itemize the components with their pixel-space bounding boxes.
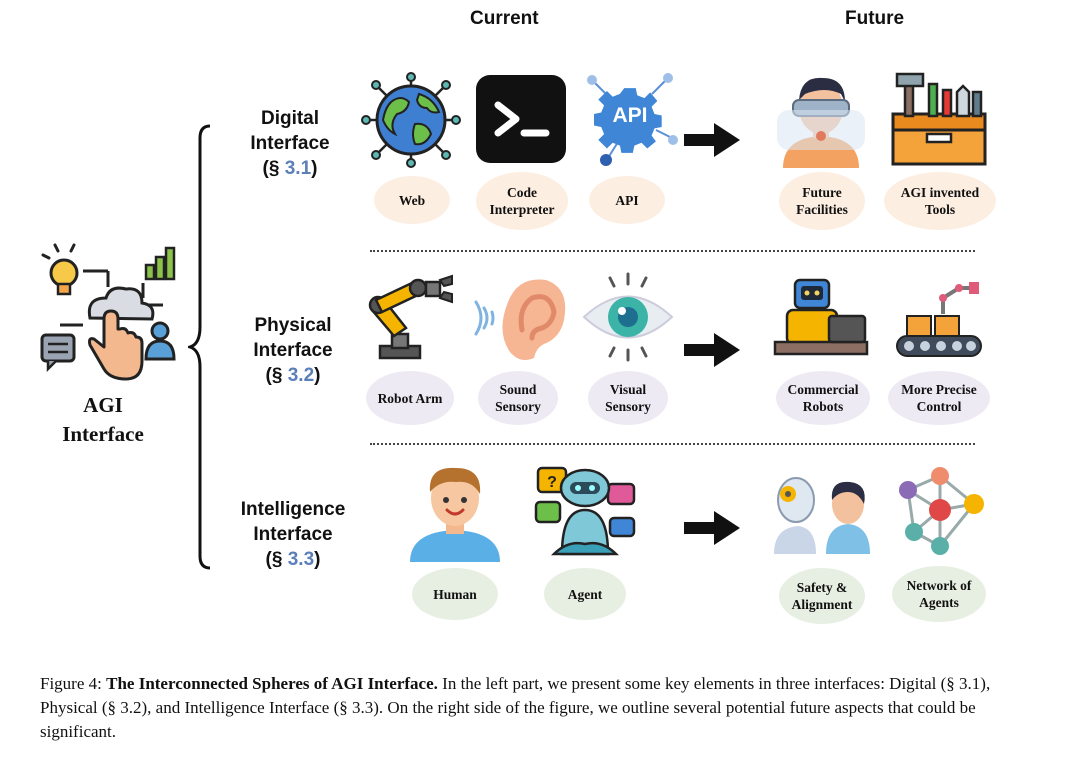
pill-line2: Sensory (605, 399, 651, 414)
chat-robot-icon: ? (534, 466, 636, 556)
row-label-physical: Physical Interface (§ 3.2) (218, 313, 368, 388)
curly-brace (188, 124, 211, 570)
agi-label-line1: AGI (83, 393, 123, 417)
label-robot-arm: Robot Arm (366, 371, 454, 425)
pill-line2: Interpreter (489, 202, 555, 217)
row-label-intelligence: Intelligence Interface (§ 3.3) (218, 497, 368, 572)
pill-line1: Visual (609, 382, 647, 397)
row-label-line2: Interface (253, 340, 333, 361)
pill-line2: Alignment (791, 597, 853, 612)
network-icon (899, 467, 984, 555)
row-label-line2: Interface (253, 524, 333, 545)
api-gear-icon: API (587, 73, 678, 166)
pill-line2: Facilities (796, 202, 848, 217)
pill-line2: Tools (924, 202, 956, 217)
pill-line1: Sound (499, 382, 537, 397)
agi-interface-label: AGI Interface (38, 391, 168, 449)
pill-line1: More Precise (901, 382, 977, 397)
agi-label-line2: Interface (62, 422, 144, 446)
row-separator (370, 443, 975, 445)
row-label-ref: (§ 3.1) (262, 158, 318, 179)
pill-line2: Sensory (495, 399, 541, 414)
robot-arm-icon (368, 274, 453, 360)
arrow-right-icon (684, 123, 740, 157)
label-network-of-agents: Network of Agents (892, 566, 986, 622)
future-header: Future (845, 8, 905, 29)
row-label-line1: Physical (254, 315, 332, 336)
eye-icon (582, 272, 674, 362)
figure-caption: Figure 4: The Interconnected Spheres of … (40, 672, 1030, 744)
pill-line2: Agents (919, 595, 959, 610)
svg-text:?: ? (547, 474, 557, 491)
label-web: Web (374, 176, 450, 224)
row-label-ref: (§ 3.3) (265, 549, 321, 570)
conveyor-icon (896, 282, 982, 357)
pill-line1: Code (507, 185, 537, 200)
arrow-right-icon (684, 333, 740, 367)
row-label-digital: Digital Interface (§ 3.1) (215, 106, 365, 181)
row-separator (370, 250, 975, 252)
pill-line1: Network of (906, 578, 972, 593)
pill-line1: Future (802, 185, 842, 200)
label-human: Human (412, 568, 498, 620)
pill-line1: Safety & (796, 580, 848, 595)
pill-line1: Commercial (787, 382, 859, 397)
ear-icon (474, 279, 566, 360)
vr-headset-person-icon (777, 77, 865, 168)
robot-laptop-icon (773, 278, 869, 356)
current-header: Current (470, 8, 539, 29)
terminal-icon (476, 75, 566, 163)
label-api: API (589, 176, 665, 224)
pill-line1: AGI invented (900, 185, 980, 200)
human-robot-icon (774, 477, 870, 554)
pill-line1: Web (398, 192, 426, 208)
label-agent: Agent (544, 568, 626, 620)
caption-prefix: Figure 4: (40, 674, 107, 693)
pill-line1: API (615, 192, 639, 208)
globe-network-icon (361, 72, 461, 168)
pill-line2: Control (916, 399, 962, 414)
human-avatar-icon (410, 467, 500, 562)
row-label-line1: Digital (260, 108, 320, 129)
svg-text:API: API (612, 104, 647, 127)
pill-line1: Human (433, 586, 477, 602)
arrow-right-icon (684, 511, 740, 545)
row-label-ref: (§ 3.2) (265, 365, 321, 386)
row-label-line1: Intelligence (240, 499, 346, 520)
label-safety-alignment: Safety & Alignment (779, 568, 865, 624)
pill-line2: Robots (802, 399, 844, 414)
pill-line1: Robot Arm (377, 390, 443, 406)
caption-body: In the left part, we present some key el… (40, 674, 991, 741)
pill-line1: Agent (567, 586, 603, 602)
toolbox-icon (891, 72, 987, 166)
agi-interface-icon (40, 243, 176, 381)
row-label-line2: Interface (250, 133, 330, 154)
caption-title: The Interconnected Spheres of AGI Interf… (106, 674, 438, 693)
